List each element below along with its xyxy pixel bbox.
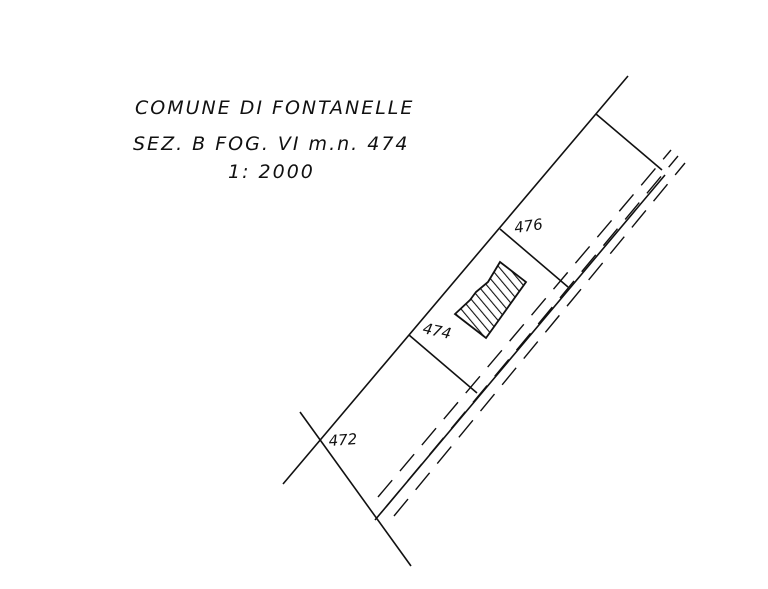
sheet-reference: SEZ. B FOG. VI m.n. 474 bbox=[133, 133, 410, 155]
division-line-474-472 bbox=[408, 334, 478, 394]
road-edge-2 bbox=[385, 155, 679, 508]
right-boundary-line bbox=[374, 174, 666, 521]
road-dashed-lines bbox=[377, 149, 686, 517]
road-edge-3 bbox=[393, 162, 686, 517]
parcel-labels: 476 474 472 bbox=[328, 215, 544, 450]
left-boundary-line bbox=[282, 75, 629, 485]
parcel-strip bbox=[282, 75, 666, 567]
parcel-label-472: 472 bbox=[328, 430, 358, 450]
parcel-label-476: 476 bbox=[513, 215, 544, 237]
municipality-title: COMUNE DI FONTANELLE bbox=[135, 97, 414, 119]
title-block: COMUNE DI FONTANELLE SEZ. B FOG. VI m.n.… bbox=[133, 97, 414, 183]
division-line-476-474 bbox=[499, 228, 569, 288]
map-scale: 1: 2000 bbox=[228, 161, 315, 183]
top-division-line bbox=[595, 113, 663, 171]
building bbox=[453, 260, 528, 340]
road-edge-1 bbox=[377, 149, 672, 498]
parcel-label-474: 474 bbox=[421, 319, 453, 343]
building-footprint bbox=[453, 260, 528, 340]
bottom-division-line bbox=[299, 411, 412, 567]
